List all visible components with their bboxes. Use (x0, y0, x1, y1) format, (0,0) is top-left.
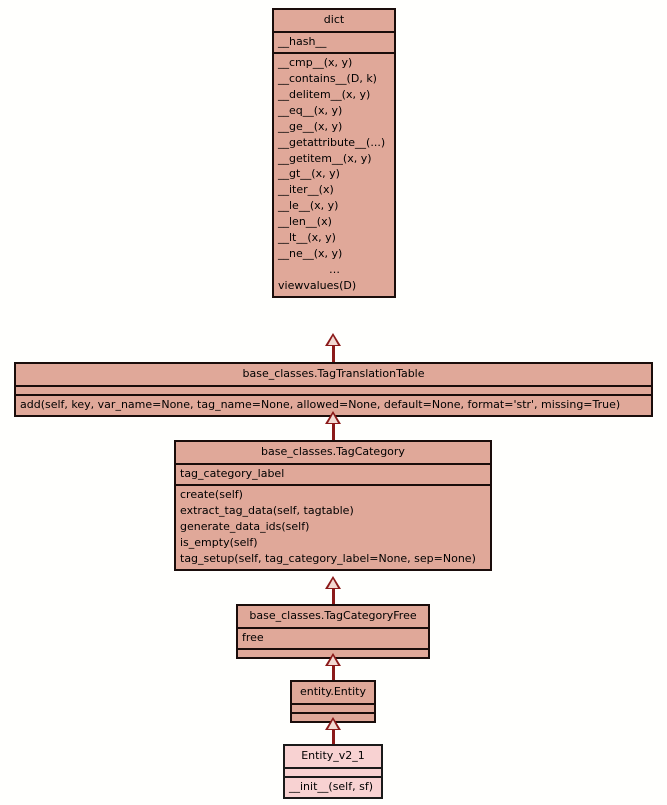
class-method-ellipsis: … (329, 263, 340, 277)
class-method: add(self, key, var_name=None, tag_name=N… (20, 397, 621, 411)
class-method: __len__(x) (278, 215, 332, 229)
class-method: __init__(self, sf) (289, 779, 374, 793)
class-box-tagcategory[interactable]: base_classes.TagCategory tag_category_la… (174, 440, 492, 571)
inheritance-arrow-icon (325, 576, 341, 589)
class-method: __eq__(x, y) (278, 103, 343, 117)
class-method: __contains__(D, k) (278, 71, 377, 85)
class-method: __getattribute__(...) (278, 135, 386, 149)
class-title-entity: entity.Entity (300, 685, 366, 698)
class-attribute: tag_category_label (180, 466, 285, 480)
class-title-dict: dict (323, 13, 345, 26)
class-attribute: free (242, 630, 264, 644)
class-method: __le__(x, y) (278, 199, 339, 213)
class-method: is_empty(self) (180, 535, 258, 549)
class-box-entityv21[interactable]: Entity_v2_1 __init__(self, sf) (283, 744, 383, 799)
class-method: __ne__(x, y) (278, 247, 343, 261)
class-method: __delitem__(x, y) (278, 87, 371, 101)
class-method: viewvalues(D) (278, 279, 357, 292)
class-attributes-entityv21 (285, 766, 381, 776)
class-method: create(self) (180, 487, 243, 501)
class-attribute: __hash__ (278, 34, 327, 48)
class-title-tagtranslationtable: base_classes.TagTranslationTable (242, 367, 425, 380)
class-attributes-tagtranslationtable (16, 384, 651, 394)
class-method: __gt__(x, y) (278, 167, 340, 181)
class-method: __ge__(x, y) (278, 119, 343, 133)
class-method: __iter__(x) (278, 183, 334, 197)
class-methods-entity (292, 711, 374, 721)
connector-line (332, 345, 335, 363)
class-attributes-tagcategory: tag_category_label (176, 462, 490, 484)
class-methods-entityv21: __init__(self, sf) (285, 775, 381, 797)
class-box-tagcategoryfree[interactable]: base_classes.TagCategoryFree free (236, 604, 430, 659)
class-attributes-tagcategoryfree: free (238, 626, 428, 648)
class-box-tagtranslationtable[interactable]: base_classes.TagTranslationTable add(sel… (14, 362, 653, 417)
connector-line (332, 729, 335, 745)
class-box-dict[interactable]: dict __hash__ __cmp__(x, y) __contains__… (272, 8, 396, 298)
class-method: __lt__(x, y) (278, 231, 336, 245)
class-method: __getitem__(x, y) (278, 151, 372, 165)
class-method: generate_data_ids(self) (180, 519, 310, 533)
class-attributes-dict: __hash__ (274, 30, 394, 52)
inheritance-arrow-icon (325, 653, 341, 666)
class-methods-dict: __cmp__(x, y) __contains__(D, k) __delit… (274, 51, 394, 296)
class-title-entityv21: Entity_v2_1 (301, 749, 365, 762)
class-method: extract_tag_data(self, tagtable) (180, 503, 354, 517)
class-methods-tagcategory: create(self) extract_tag_data(self, tagt… (176, 483, 490, 569)
class-method: __cmp__(x, y) (278, 55, 353, 69)
class-title-tagcategoryfree: base_classes.TagCategoryFree (249, 609, 417, 622)
connector-line (332, 665, 335, 682)
inheritance-arrow-icon (325, 411, 341, 424)
class-attributes-entity (292, 702, 374, 712)
inheritance-arrow-icon (325, 333, 341, 346)
class-title-tagcategory: base_classes.TagCategory (261, 445, 405, 458)
inheritance-arrow-icon (325, 717, 341, 730)
class-methods-tagtranslationtable: add(self, key, var_name=None, tag_name=N… (16, 393, 651, 415)
connector-line (332, 423, 335, 441)
class-methods-tagcategoryfree (238, 647, 428, 657)
class-box-entity[interactable]: entity.Entity (290, 680, 376, 723)
class-method: tag_setup(self, tag_category_label=None,… (180, 551, 476, 565)
connector-line (332, 588, 335, 605)
